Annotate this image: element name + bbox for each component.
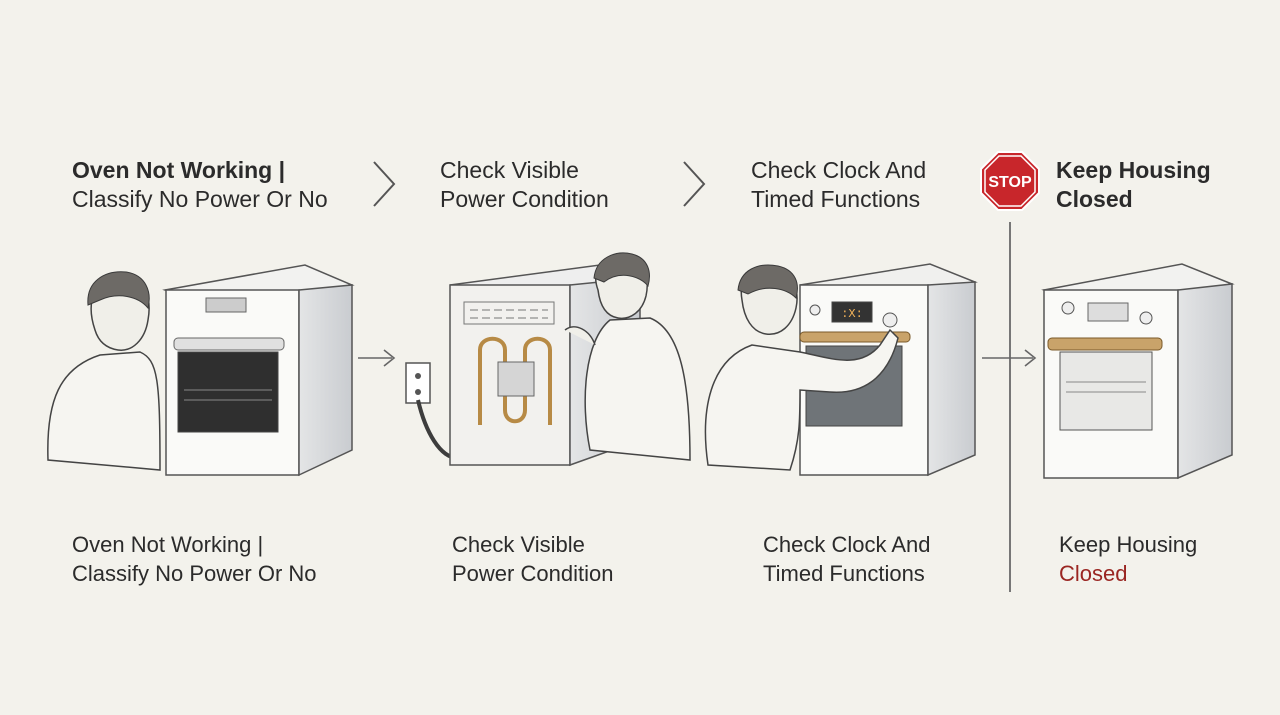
arrow-right-icon [982,349,1037,367]
step-2-illustration [405,252,691,467]
step-1-illustration [47,264,355,477]
step-2-caption: Check Visible Power Condition [452,532,614,586]
step-3-caption: Check Clock And Timed Functions [763,532,931,586]
step-1-title: Oven Not Working | Classify No Power Or … [72,157,328,212]
svg-text:STOP: STOP [988,174,1032,191]
step-4-caption: Keep Housing Closed [1059,532,1198,586]
step-3-title: Check Clock And Timed Functions [751,157,927,212]
power-outlet-icon [405,362,431,404]
stop-sign-icon: STOP [980,151,1040,211]
arrow-right-icon [358,349,396,367]
chevron-right-icon [373,161,396,207]
divider-line [1009,222,1011,592]
step-4-title: Keep Housing Closed [1056,157,1211,212]
step-1-caption: Oven Not Working | Classify No Power Or … [72,532,317,586]
step-4-illustration [1041,263,1235,480]
step-2-title: Check Visible Power Condition [440,157,609,212]
svg-text::X:: :X: [841,307,863,321]
chevron-right-icon [683,161,706,207]
step-3-illustration: :X: [704,263,978,477]
